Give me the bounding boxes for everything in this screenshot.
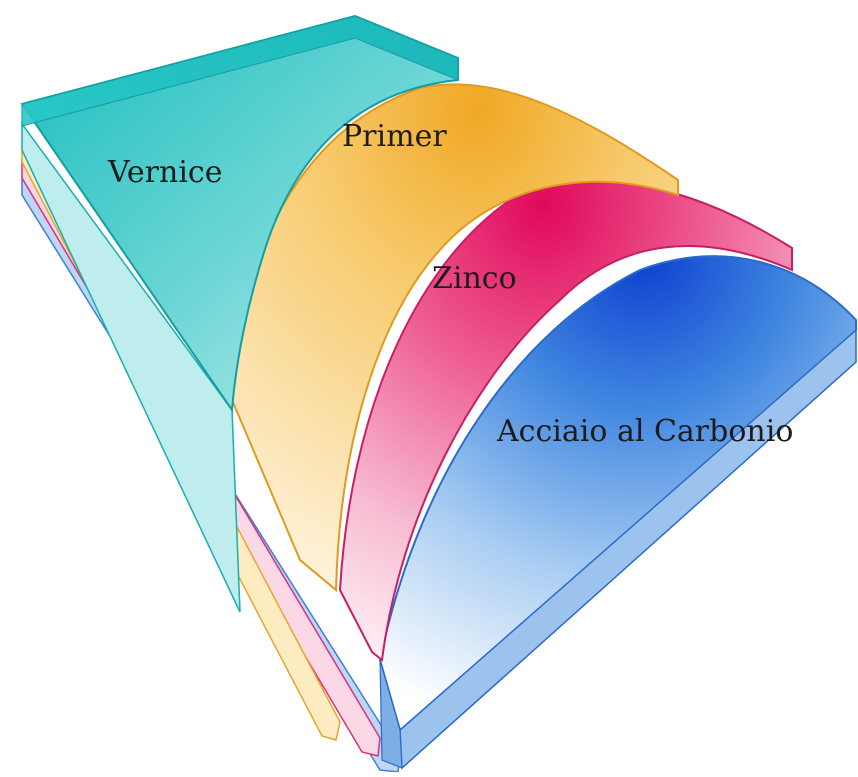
- paint-layer: [20, 14, 459, 413]
- primer-layer: [230, 83, 679, 593]
- layer-label-zinc: Zinco: [432, 261, 517, 296]
- zinc-layer: [338, 180, 793, 662]
- paint-top-edge: [21, 15, 459, 127]
- steel-layer: [378, 255, 857, 770]
- layer-label-primer: Primer: [342, 119, 447, 154]
- layer-edges: [21, 121, 401, 773]
- zinc-arch: [338, 180, 793, 662]
- primer-arch: [230, 83, 679, 593]
- paint-edge: [21, 121, 241, 613]
- steel-corner: [379, 659, 403, 769]
- paint-slab: [20, 14, 459, 413]
- layer-label-steel: Acciaio al Carbonio: [496, 414, 793, 449]
- layer-label-paint: Vernice: [107, 155, 222, 190]
